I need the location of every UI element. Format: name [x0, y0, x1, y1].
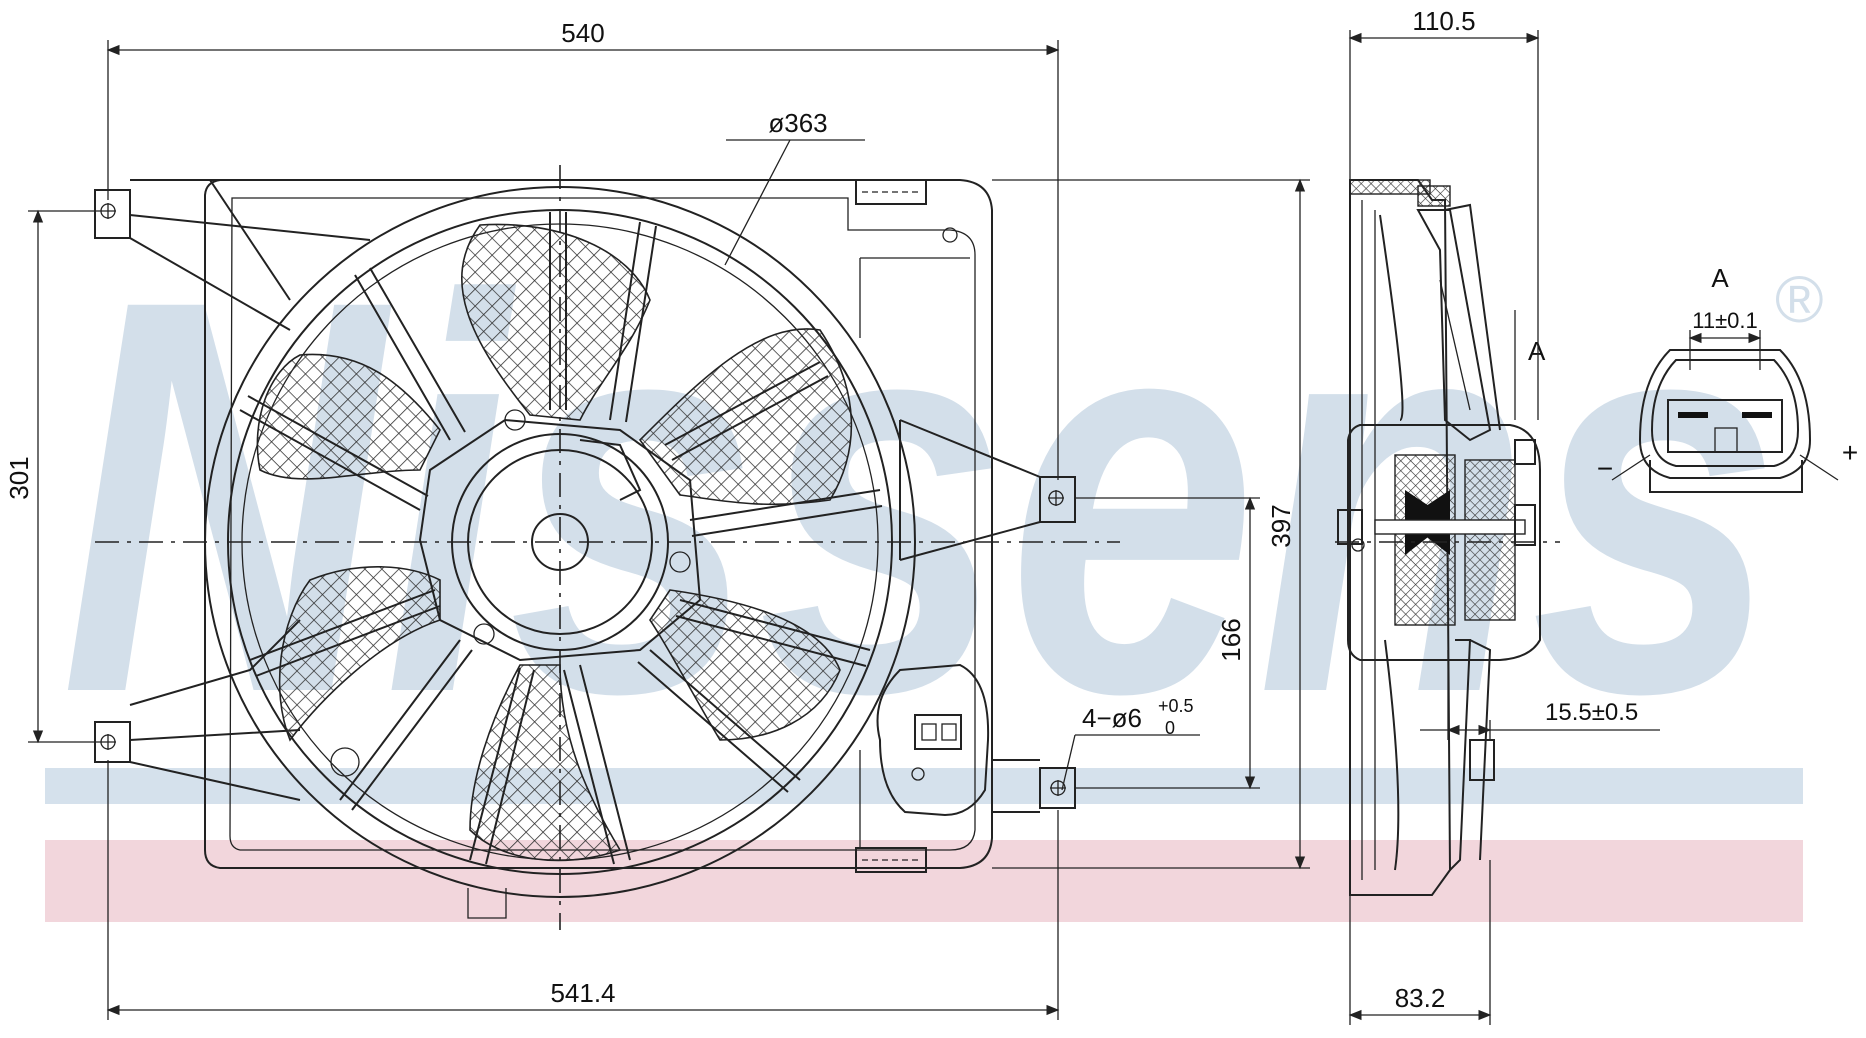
fan-spokes	[239, 212, 883, 865]
bottom-tab	[467, 888, 507, 919]
connector-body	[1638, 349, 1812, 479]
dim-mount-holes: 4−ø6	[1082, 703, 1142, 733]
connector-pin-pitch: 11±0.1	[1692, 308, 1758, 333]
dim-left-mount-spacing: 301	[4, 456, 34, 499]
fan-blade	[460, 223, 651, 421]
side-dimensions: 110.5 83.2 15.5±0.5	[1348, 6, 1660, 1025]
fan-blade	[278, 566, 441, 742]
connector-positive: +	[1842, 437, 1858, 468]
watermark-registered-mark: ®	[1775, 262, 1824, 336]
shroud-frame	[130, 179, 993, 869]
dim-depth-top: 110.5	[1412, 6, 1475, 36]
watermark-pink-band	[45, 840, 1803, 922]
side-view: A	[1335, 179, 1560, 896]
connector-view-label: A	[1711, 263, 1729, 293]
front-view	[94, 165, 1120, 930]
shroud-connector	[876, 663, 990, 817]
dim-mount-holes-tol-upper: +0.5	[1158, 696, 1194, 716]
right-lower-mount	[992, 759, 1076, 813]
right-upper-mount	[899, 419, 1076, 561]
watermark: Nissens ®	[45, 183, 1824, 922]
dim-width-top: 540	[561, 18, 604, 48]
bottom-clip	[855, 847, 927, 873]
dim-fan-diameter: ø363	[768, 108, 827, 138]
front-dimensions: 540 541.4 ø363 301 397 166 4−ø6 +0.5 0	[4, 18, 1310, 1020]
left-bottom-mount	[94, 619, 301, 801]
dim-hub-offset: 15.5±0.5	[1545, 699, 1638, 726]
dim-mount-holes-tol-lower: 0	[1165, 718, 1175, 738]
dim-width-bottom: 541.4	[550, 978, 615, 1008]
top-clip	[855, 179, 927, 205]
section-marker: A	[1528, 336, 1546, 366]
dim-depth-bottom: 83.2	[1395, 983, 1446, 1013]
fan-blade	[649, 589, 841, 741]
dim-right-mount-offset: 166	[1216, 618, 1246, 661]
connector-detail: A 11±0.1 − +	[1597, 263, 1858, 493]
fan-blade	[256, 353, 441, 480]
left-top-mount	[94, 179, 371, 331]
shroud-inner-frame	[229, 197, 976, 851]
connector-negative: −	[1597, 453, 1613, 484]
dim-overall-height: 397	[1266, 504, 1296, 547]
